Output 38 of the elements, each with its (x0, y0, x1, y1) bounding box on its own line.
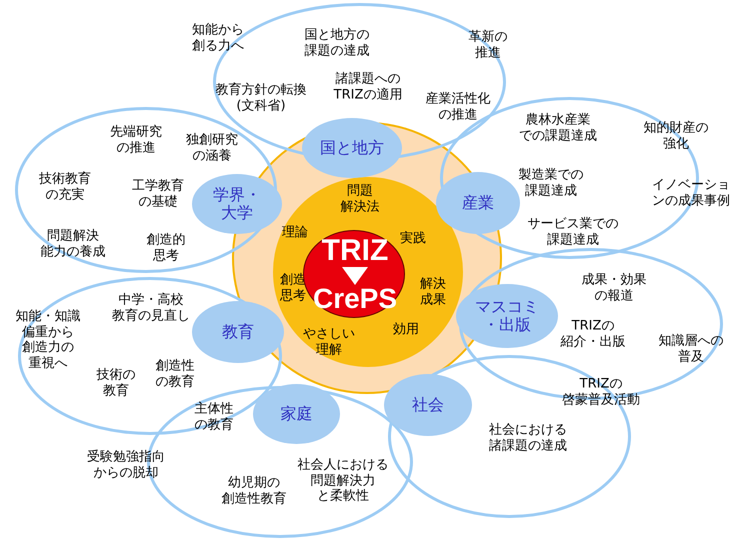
item-text: 諸課題へのTRIZの適用 (334, 71, 402, 103)
item-text: 知識層への普及 (658, 333, 724, 365)
item-text: 製造業での課題達成 (518, 167, 584, 199)
item-text: 国と地方の課題の達成 (304, 27, 370, 59)
title-text: TRIZ (322, 233, 388, 269)
note-text: TRIZの啓蒙普及活動 (562, 376, 640, 408)
item-text: イノベーションの成果事例 (652, 177, 730, 209)
note-text: 受験勉強指向からの脱却 (87, 449, 165, 481)
item-text: 中学・高校教育の見直し (112, 292, 190, 324)
item-text: 社会における諸課題の達成 (489, 422, 567, 454)
item-text: 技術教育の充実 (39, 171, 91, 203)
note-text: 知能から創る力へ (192, 22, 244, 54)
item-text: 創造性の教育 (156, 358, 194, 390)
item-text: 独創研究の涵養 (186, 132, 238, 164)
item-text: 知能・知識偏重から創造力の重視へ (16, 308, 80, 372)
item-text: 工学教育の基礎 (132, 178, 184, 210)
item-text: TRIZの紹介・出版 (560, 318, 626, 350)
keyword-text: 問題解決法 (340, 183, 380, 215)
item-text: 教育方針の転換(文科省) (216, 82, 306, 114)
keyword-text: 効用 (393, 322, 419, 338)
item-text: 社会人における問題解決力と柔軟性 (298, 458, 388, 504)
note-text: 産業活性化の推進 (426, 91, 490, 123)
item-text: 先端研究の推進 (110, 124, 162, 156)
item-text: サービス業での課題達成 (528, 216, 618, 248)
keyword-text: 解決成果 (420, 276, 446, 308)
item-text: 幼児期の創造性教育 (222, 475, 286, 507)
keyword-text: やさしい理解 (303, 326, 355, 358)
item-text: 問題解決能力の養成 (40, 228, 106, 260)
keyword-text: 理論 (282, 225, 308, 241)
item-text: 技術の教育 (96, 367, 136, 399)
keyword-text: 実践 (400, 231, 426, 247)
item-text: 知的財産の強化 (644, 120, 708, 152)
title-text: CrePS (312, 282, 398, 316)
item-text: 創造的思考 (146, 232, 186, 264)
item-text: 成果・効果の報道 (582, 272, 646, 304)
item-text: 主体性の教育 (194, 401, 234, 433)
item-text: 農林水産業での課題達成 (519, 112, 597, 144)
item-text: 革新の推進 (468, 29, 508, 61)
